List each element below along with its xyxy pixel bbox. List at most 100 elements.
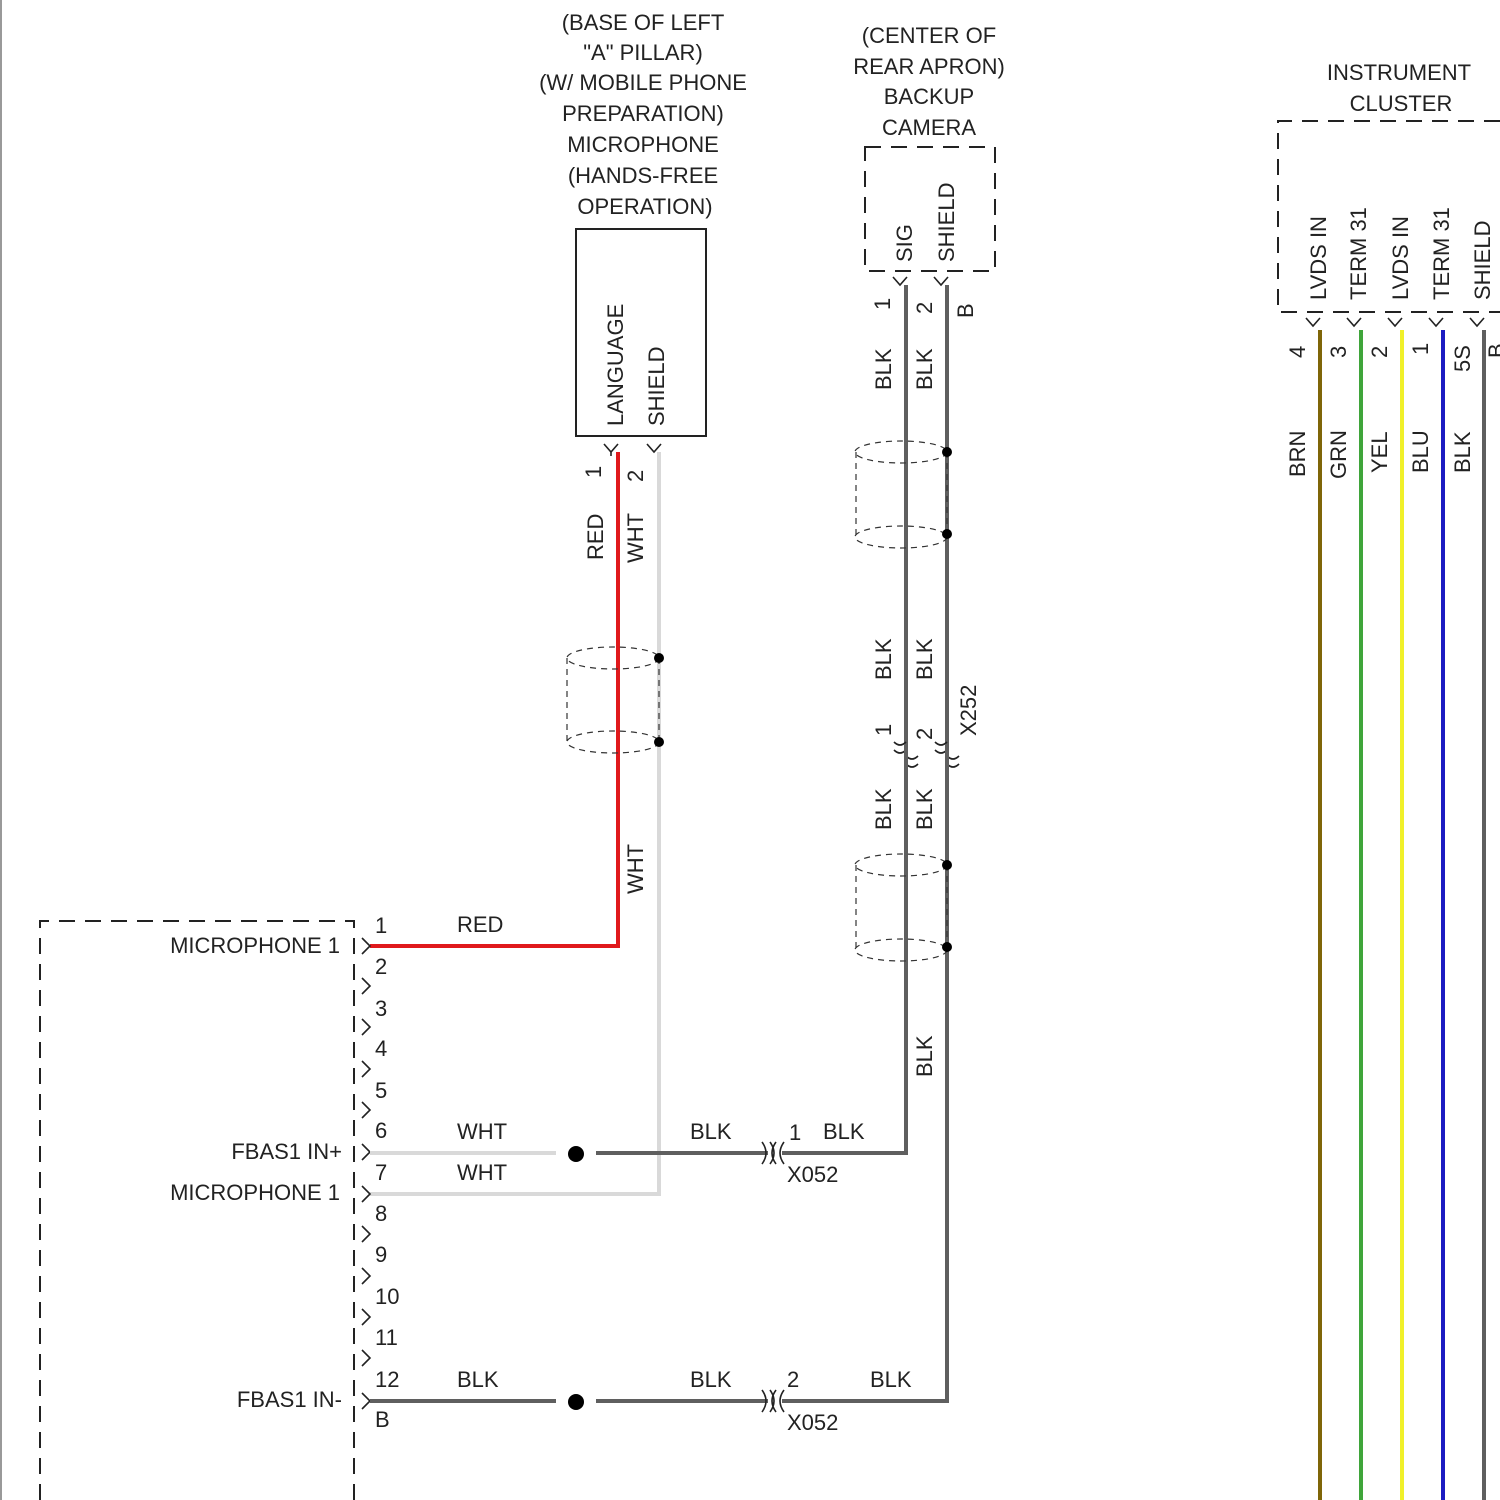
module-pin-number: 6	[375, 1118, 387, 1143]
module-pin-number: 1	[375, 913, 387, 938]
cluster-pin-name: LVDS IN	[1306, 216, 1331, 300]
wire-color-label: BLK	[690, 1367, 732, 1392]
wire-color-label: GRN	[1326, 430, 1351, 479]
instrument-cluster: INSTRUMENT CLUSTER LVDS IN TERM 31 LVDS …	[1278, 60, 1500, 1500]
microphone-location-line: PREPARATION)	[562, 101, 724, 126]
x252-pin-number: 1	[871, 724, 896, 736]
module-box	[40, 921, 354, 1500]
camera-location-line: REAR APRON)	[853, 54, 1005, 79]
module-pin-number: B	[375, 1407, 390, 1432]
wire-color-label: BLK	[912, 1035, 937, 1077]
camera-pin-name: SHIELD	[934, 183, 959, 262]
wire-color-label: BRN	[1285, 431, 1310, 477]
cluster-cut-off-label: B	[1484, 343, 1500, 358]
splice-dot	[568, 1146, 584, 1162]
camera-pin-name: SIG	[892, 224, 917, 262]
microphone-pin-number: 1	[581, 466, 606, 478]
camera-case-label: B	[953, 303, 978, 318]
wire-color-label: YEL	[1367, 431, 1392, 473]
cluster-pin-name: TERM 31	[1346, 207, 1371, 300]
microphone-component: (BASE OF LEFT "A" PILLAR) (W/ MOBILE PHO…	[539, 10, 747, 482]
wire-color-label: BLK	[871, 638, 896, 680]
wire-color-label: WHT	[457, 1119, 507, 1144]
wire-color-label: BLK	[912, 638, 937, 680]
x252-pin-number: 2	[912, 728, 937, 740]
microphone-box	[576, 229, 706, 436]
microphone-pin-terminal	[604, 444, 618, 456]
module-pin-label: FBAS1 IN+	[231, 1139, 342, 1164]
x052-label: X052	[787, 1410, 838, 1435]
camera-pin-terminal	[934, 277, 948, 285]
camera-shield-symbol	[855, 441, 952, 548]
microphone-location-line: "A" PILLAR)	[583, 40, 703, 65]
camera-shield-wire	[782, 770, 947, 1401]
camera-location-line: CAMERA	[882, 115, 976, 140]
module-pin-label: FBAS1 IN-	[237, 1387, 342, 1412]
module-pin-number: 9	[375, 1242, 387, 1267]
microphone-location-line: (W/ MOBILE PHONE	[539, 70, 747, 95]
cluster-pin-terminals	[1306, 318, 1484, 326]
microphone-pin-terminal	[647, 444, 661, 452]
wire-color-label: BLK	[1450, 431, 1475, 473]
wire-color-label: WHT	[623, 844, 648, 894]
wire-color-label: RED	[457, 912, 503, 937]
camera-location-line: BACKUP	[884, 84, 974, 109]
camera-pin-number: 2	[912, 302, 937, 314]
camera-box	[865, 147, 995, 271]
module-pin-label: MICROPHONE 1	[170, 933, 340, 958]
cluster-pin-name: TERM 31	[1429, 207, 1454, 300]
wire-color-label: BLK	[690, 1119, 732, 1144]
microphone-location-line: (BASE OF LEFT	[562, 10, 725, 35]
splice-dot	[568, 1394, 584, 1410]
wire-color-label: RED	[583, 514, 608, 560]
microphone-location-line: MICROPHONE	[567, 132, 719, 157]
wire-color-label: WHT	[623, 513, 648, 563]
cluster-pin-number: 5S	[1450, 345, 1475, 372]
wire-color-label: BLK	[871, 788, 896, 830]
module-pin-label: MICROPHONE 1	[170, 1180, 340, 1205]
white-wire	[370, 452, 659, 1194]
x052-label: X052	[787, 1162, 838, 1187]
cluster-pin-number: 4	[1285, 346, 1310, 358]
microphone-shield-symbol	[567, 647, 664, 753]
camera-shield-symbol	[855, 854, 952, 961]
module-pin-number: 12	[375, 1367, 399, 1392]
module-pin-number: 10	[375, 1284, 399, 1309]
module-pin-terminals	[362, 938, 370, 1409]
x052-pin-number: 2	[787, 1367, 799, 1392]
camera-pin-number: 1	[870, 298, 895, 310]
left-module: 1 2 3 4 5 6 7 8 9 10 11 12 B MICROPHONE …	[40, 913, 399, 1500]
cluster-pin-number: 2	[1367, 346, 1392, 358]
module-pin-number: 7	[375, 1160, 387, 1185]
x052-pin-number: 1	[789, 1120, 801, 1145]
microphone-pin-number: 2	[623, 470, 648, 482]
red-wire	[370, 452, 618, 946]
cluster-pin-number: 1	[1408, 343, 1433, 355]
cluster-pin-name: LVDS IN	[1388, 216, 1413, 300]
microphone-location-line: (HANDS-FREE	[568, 163, 718, 188]
wire-color-label: BLK	[912, 348, 937, 390]
microphone-pin-name: SHIELD	[644, 347, 669, 426]
cluster-pin-number: 3	[1326, 346, 1351, 358]
cluster-title-line: CLUSTER	[1350, 91, 1453, 116]
wire-color-label: BLU	[1408, 430, 1433, 473]
camera-pin-terminal	[893, 277, 907, 285]
camera-component: (CENTER OF REAR APRON) BACKUP CAMERA SIG…	[853, 23, 1005, 318]
module-pin-number: 4	[375, 1036, 387, 1061]
wire-color-label: BLK	[457, 1367, 499, 1392]
wire-color-label: BLK	[870, 1367, 912, 1392]
cluster-pin-name: SHIELD	[1470, 221, 1495, 300]
wire-color-label: BLK	[912, 788, 937, 830]
microphone-location-line: OPERATION)	[577, 194, 712, 219]
x252-connector: 1 2 X252	[871, 685, 981, 770]
module-pin-number: 8	[375, 1201, 387, 1226]
module-pin-number: 3	[375, 996, 387, 1021]
microphone-pin-name: LANGUAGE	[603, 304, 628, 426]
module-pin-number: 2	[375, 954, 387, 979]
module-pin-number: 11	[375, 1325, 398, 1350]
cluster-title-line: INSTRUMENT	[1327, 60, 1471, 85]
wire-color-label: WHT	[457, 1160, 507, 1185]
module-pin-number: 5	[375, 1078, 387, 1103]
x252-label: X252	[956, 685, 981, 736]
